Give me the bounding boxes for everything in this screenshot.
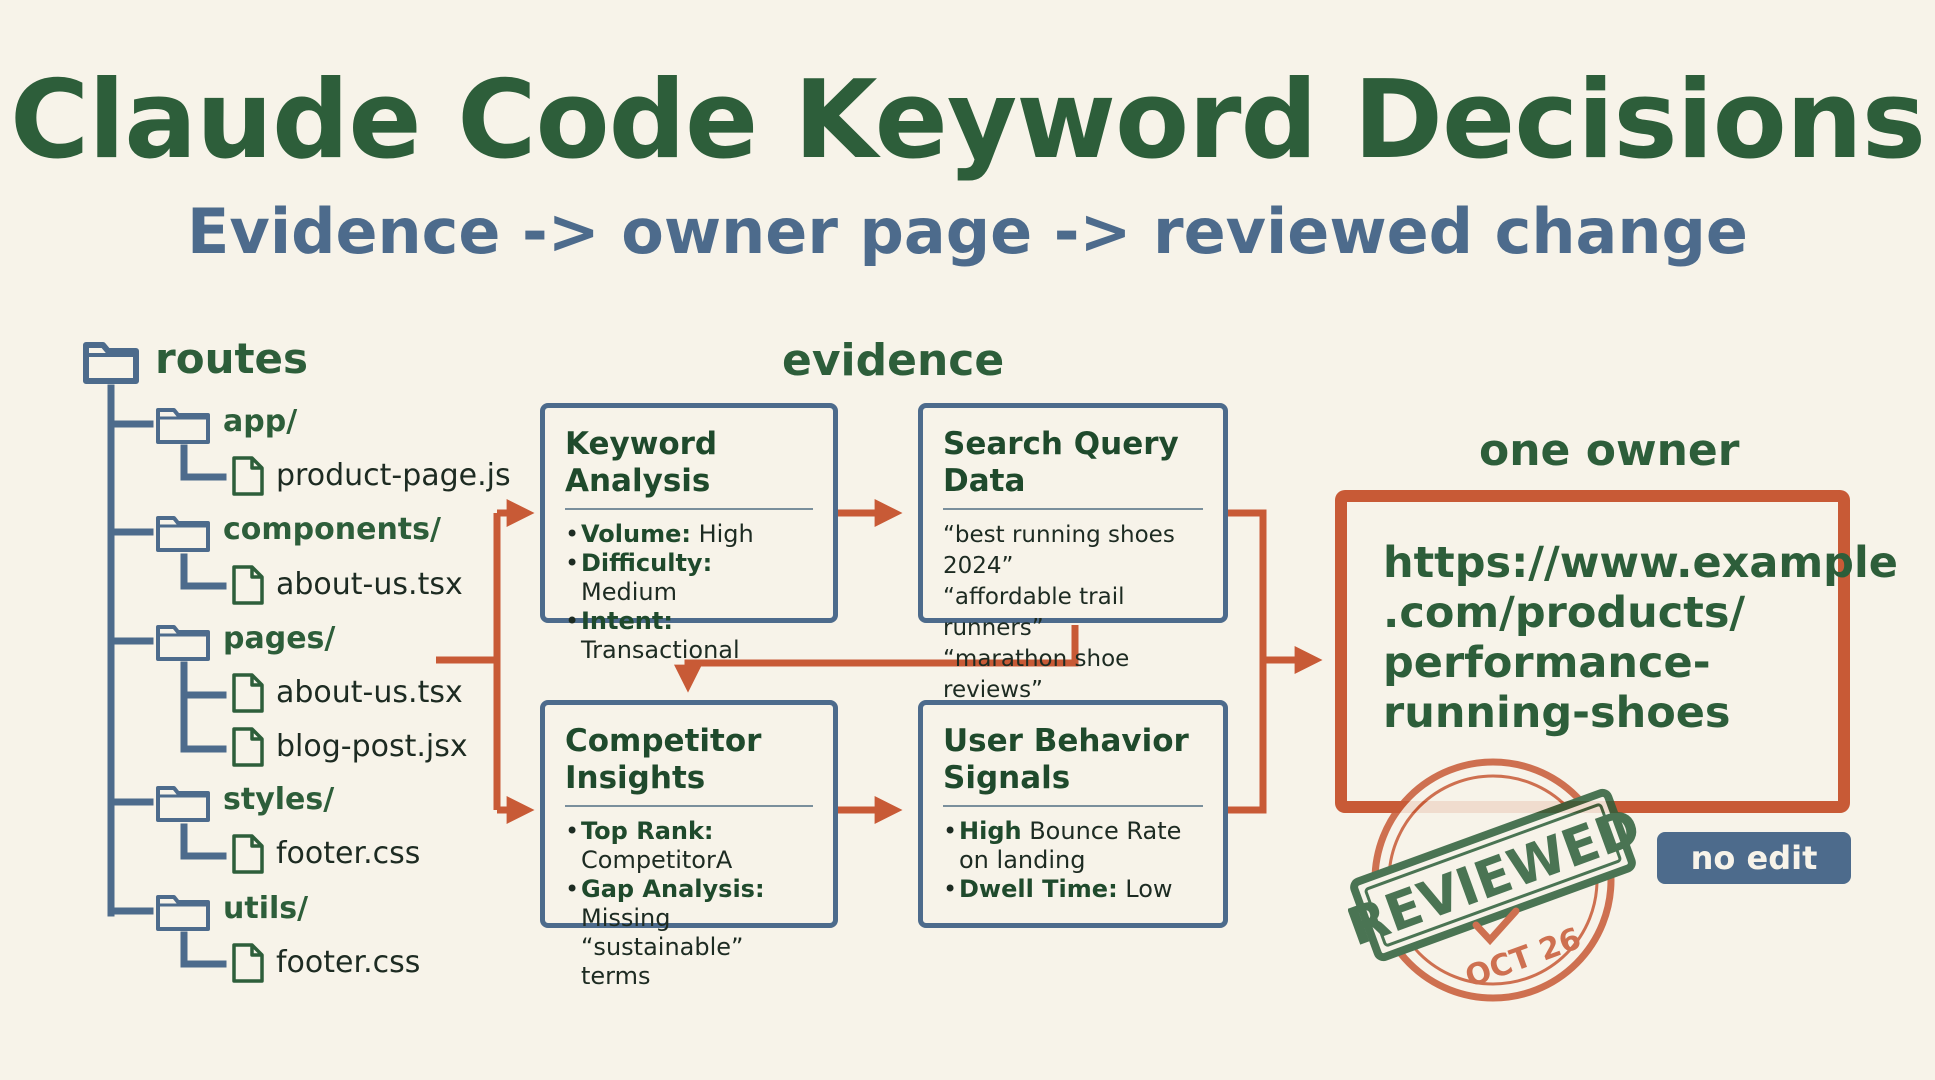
- owner-heading: one owner: [1479, 425, 1740, 476]
- file-icon: [232, 727, 264, 767]
- tree-file[interactable]: blog-post.jsx: [276, 729, 468, 764]
- card-item: Volume: High: [565, 520, 813, 549]
- card-item: Dwell Time: Low: [943, 875, 1203, 904]
- tree-folder-components[interactable]: components/: [223, 512, 441, 547]
- page-title: Claude Code Keyword Decisions: [10, 58, 1926, 183]
- tree-file[interactable]: footer.css: [276, 836, 421, 871]
- tree-file[interactable]: footer.css: [276, 945, 421, 980]
- card-title: Search Query Data: [943, 426, 1203, 510]
- tree-folder-pages[interactable]: pages/: [223, 621, 336, 656]
- card-item: Intent: Transactional: [565, 607, 813, 665]
- card-item: Top Rank: CompetitorA: [565, 817, 813, 875]
- folder-icon: [156, 895, 210, 931]
- tree-root-label: routes: [155, 334, 309, 383]
- file-icon: [232, 456, 264, 496]
- owner-url[interactable]: https://www.example .com/products/ perfo…: [1383, 538, 1898, 738]
- page-subtitle: Evidence -> owner page -> reviewed chang…: [187, 195, 1748, 268]
- tree-folder-styles[interactable]: styles/: [223, 782, 335, 817]
- file-icon: [232, 673, 264, 713]
- search-query-card: Search Query Data “best running shoes 20…: [918, 403, 1228, 703]
- folder-icon: [156, 786, 210, 822]
- query-text: “best running shoes 2024”: [943, 522, 1175, 579]
- folder-icon: [156, 408, 210, 444]
- tree-file[interactable]: about-us.tsx: [276, 675, 463, 710]
- query-text: “marathon shoe reviews”: [943, 646, 1130, 703]
- file-icon: [232, 565, 264, 605]
- query-text: “affordable trail runners”: [943, 584, 1125, 641]
- card-item: High Bounce Rate on landing: [943, 817, 1203, 875]
- file-icon: [232, 834, 264, 874]
- card-item: Difficulty: Medium: [565, 549, 813, 607]
- keyword-analysis-card: Keyword Analysis Volume: High Difficulty…: [540, 403, 838, 664]
- status-badge: no edit yet: [1657, 832, 1851, 929]
- card-title: Keyword Analysis: [565, 426, 813, 510]
- reviewed-stamp: REVIEWED OCT 26: [1348, 758, 1638, 1002]
- tree-file[interactable]: about-us.tsx: [276, 567, 463, 602]
- evidence-heading: evidence: [782, 335, 1005, 386]
- root-folder-icon: [83, 342, 139, 384]
- tree-connectors: [107, 384, 227, 968]
- tree-file[interactable]: product-page.js: [276, 458, 511, 493]
- file-icon: [232, 943, 264, 983]
- card-item: Gap Analysis: Missing “sustainable” term…: [565, 875, 813, 991]
- owner-page-box: https://www.example .com/products/ perfo…: [1335, 490, 1898, 813]
- tree-folder-app[interactable]: app/: [223, 404, 298, 439]
- folder-icon: [156, 516, 210, 552]
- folder-icon: [156, 625, 210, 661]
- tree-folder-utils[interactable]: utils/: [223, 891, 309, 926]
